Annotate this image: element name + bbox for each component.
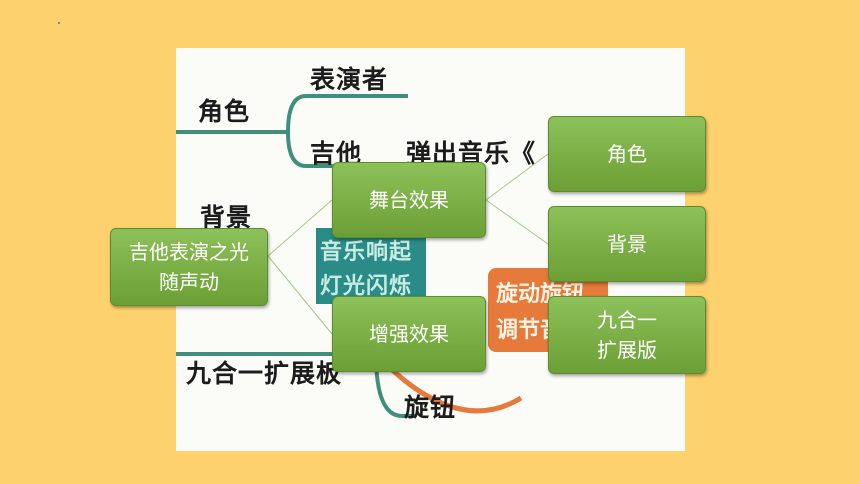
root-node-line2: 随声动 bbox=[159, 270, 219, 294]
photo-background-label: 背景 bbox=[200, 203, 253, 232]
board-line1: 九合一 bbox=[597, 308, 657, 332]
enhance-effect-node[interactable]: 增强效果 bbox=[332, 296, 486, 372]
photo-branch-lines bbox=[176, 94, 523, 418]
enhance-effect-label: 增强效果 bbox=[369, 322, 449, 346]
photo-teal-line2: 灯光闪烁 bbox=[320, 274, 413, 299]
background-label: 背景 bbox=[607, 232, 647, 256]
photo-performer-label: 表演者 bbox=[310, 65, 389, 94]
photo-role-label: 角色 bbox=[198, 97, 251, 126]
background-node[interactable]: 背景 bbox=[548, 206, 706, 282]
photo-teal-box: 音乐响起 灯光闪烁 bbox=[316, 228, 426, 304]
board-line2: 扩展版 bbox=[597, 338, 657, 362]
role-label: 角色 bbox=[607, 142, 647, 166]
role-node[interactable]: 角色 bbox=[548, 116, 706, 192]
photo-expansion-label: 九合一扩展板 bbox=[186, 359, 343, 388]
photo-teal-line1: 音乐响起 bbox=[320, 240, 413, 265]
photo-knob-label: 旋钮 bbox=[404, 393, 457, 422]
board-node[interactable]: 九合一 扩展版 bbox=[548, 296, 706, 374]
dot-mark bbox=[58, 22, 60, 24]
stage-effect-node[interactable]: 舞台效果 bbox=[332, 162, 486, 238]
stage-effect-label: 舞台效果 bbox=[369, 188, 449, 212]
root-node[interactable]: 吉他表演之光 随声动 bbox=[110, 228, 268, 306]
root-node-line1: 吉他表演之光 bbox=[129, 240, 249, 264]
